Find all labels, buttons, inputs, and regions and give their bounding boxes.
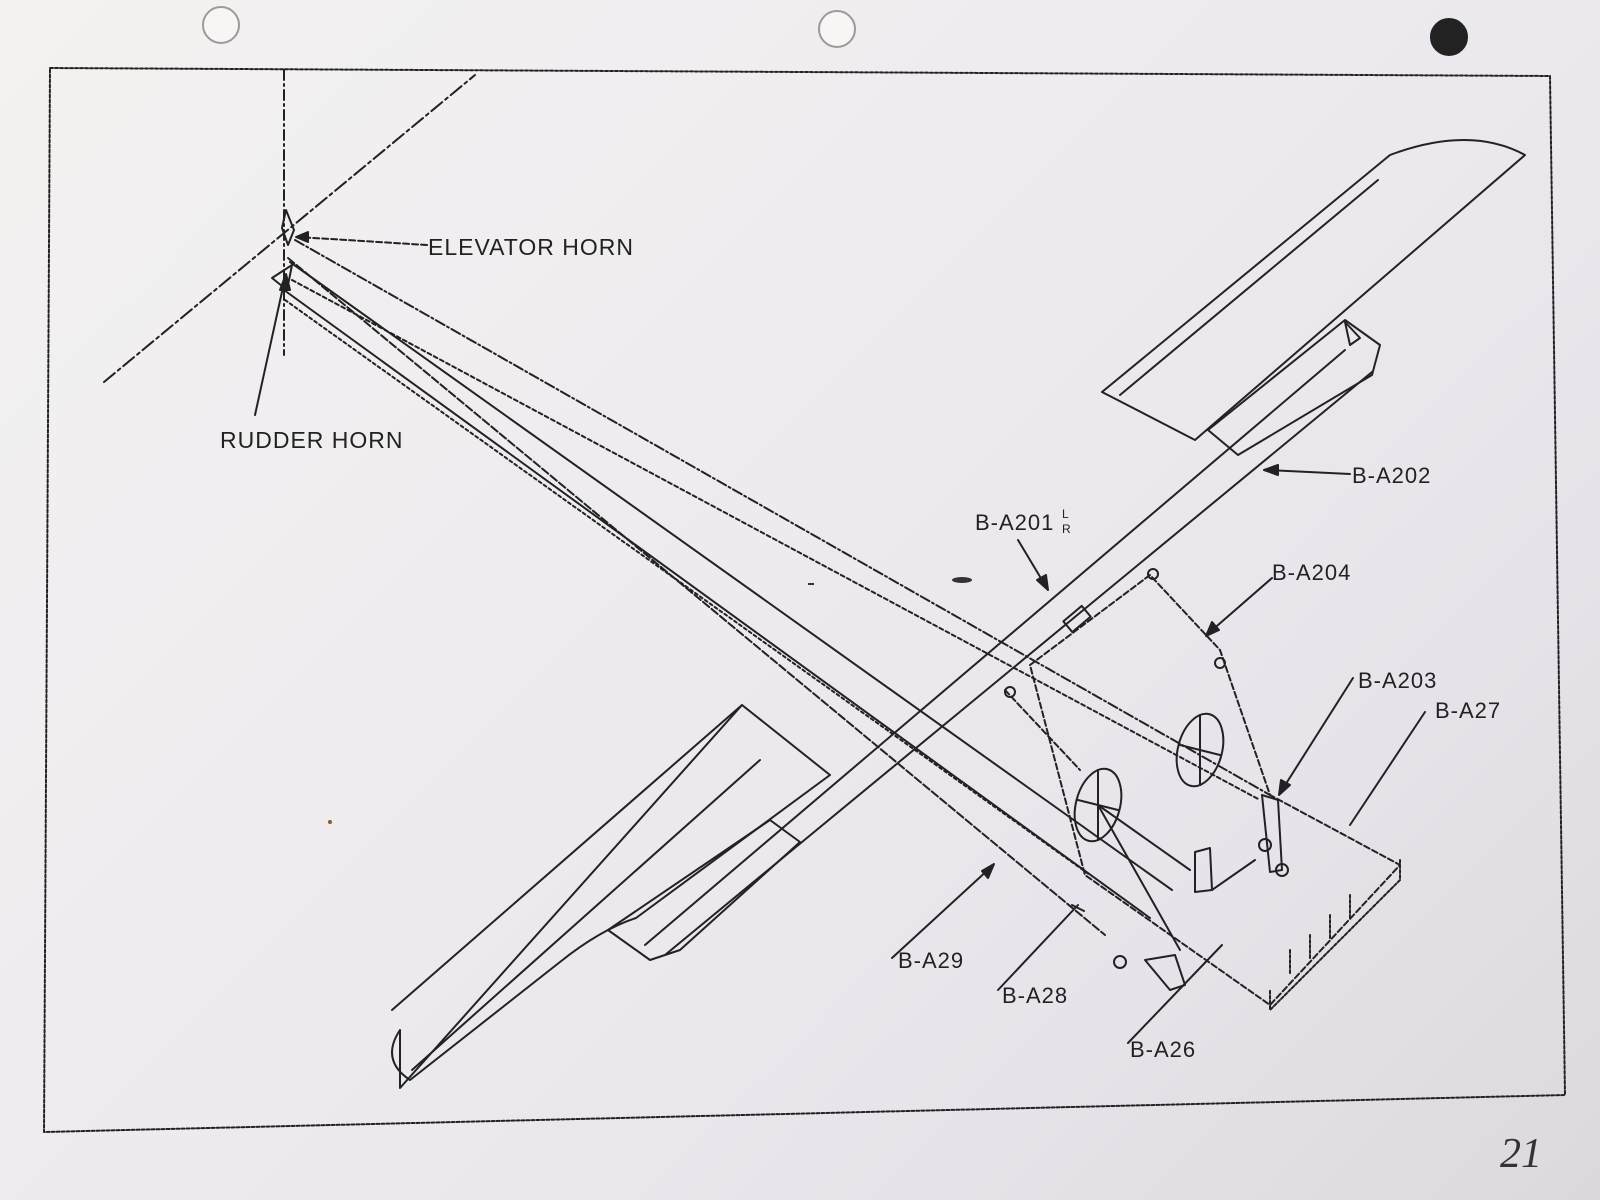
label-b-a201-subscript: R bbox=[1062, 522, 1072, 536]
fuselage-box-end bbox=[1269, 859, 1401, 1011]
leader-b-a203 bbox=[1281, 677, 1354, 791]
main-spar-upper bbox=[644, 349, 1346, 946]
label-elevator-horn: ELEVATOR HORN bbox=[428, 234, 634, 260]
frame-bolt-1 bbox=[1004, 686, 1016, 698]
fuselage-boom-top bbox=[289, 261, 1173, 891]
label-b-a29: B-A29 bbox=[898, 948, 964, 973]
cockpit-frame-diagonal bbox=[1004, 689, 1081, 771]
label-b-a204: B-A204 bbox=[1272, 560, 1351, 585]
rudder-cable bbox=[287, 257, 1106, 936]
leader-rudder-horn bbox=[254, 277, 286, 416]
pulley-link bbox=[1097, 804, 1191, 871]
speck-marks bbox=[328, 577, 972, 824]
label-b-a27: B-A27 bbox=[1435, 698, 1501, 723]
leader-b-a202 bbox=[1267, 469, 1351, 475]
pulley-lower bbox=[1073, 767, 1123, 843]
punch-hole-center bbox=[818, 10, 856, 48]
label-b-a202: B-A202 bbox=[1352, 463, 1431, 488]
frame-bolt-3 bbox=[1214, 657, 1226, 669]
left-wing-leading-edge bbox=[391, 704, 743, 1011]
control-stick bbox=[1261, 794, 1283, 873]
left-wing-outline bbox=[391, 704, 831, 1089]
right-wing-root-rib bbox=[1344, 321, 1361, 346]
pulley-upper bbox=[1175, 712, 1225, 788]
label-rudder-horn: RUDDER HORN bbox=[220, 427, 404, 453]
leader-b-a27 bbox=[1349, 711, 1426, 826]
punch-hole-left bbox=[202, 6, 240, 44]
pulley-link-2 bbox=[1097, 804, 1181, 951]
label-b-a28: B-A28 bbox=[1002, 983, 1068, 1008]
fuselage-boom-bottom bbox=[283, 289, 1151, 919]
label-b-a203: B-A203 bbox=[1358, 668, 1437, 693]
fuselage-box-bracing bbox=[1289, 894, 1351, 976]
page-number: 21 bbox=[1500, 1131, 1542, 1177]
leader-b-a26 bbox=[1127, 944, 1223, 1044]
label-b-a201-superscript: L bbox=[1062, 507, 1070, 521]
rudder-cable-2 bbox=[284, 299, 1091, 876]
rudder-pedal bbox=[1144, 954, 1186, 991]
right-wing-root-fairing bbox=[1207, 319, 1381, 456]
label-b-a26: B-A26 bbox=[1130, 1037, 1196, 1062]
frame-clamp bbox=[1062, 604, 1092, 634]
right-wing-spar bbox=[1119, 179, 1379, 396]
label-b-a201: B-A201 bbox=[975, 510, 1054, 535]
left-wing-root-fairing bbox=[607, 819, 801, 961]
cockpit-frame bbox=[1029, 574, 1401, 1006]
right-wing-outline bbox=[1101, 139, 1526, 441]
drawing-border bbox=[43, 67, 1566, 1133]
elevator-horn-shape bbox=[281, 209, 295, 246]
elevator-cable-upper bbox=[294, 239, 1271, 796]
leader-elevator-horn bbox=[297, 236, 428, 246]
leader-b-a204 bbox=[1209, 577, 1273, 633]
tail-horizontal-line bbox=[103, 74, 476, 383]
punch-hole-right bbox=[1430, 18, 1468, 56]
frame-bolt-2 bbox=[1147, 568, 1159, 580]
leader-b-a29 bbox=[891, 867, 991, 959]
elevator-cable-lower bbox=[291, 279, 1261, 801]
rudder-horn-shape bbox=[271, 264, 293, 291]
left-wing-spar bbox=[411, 759, 761, 1071]
leader-b-a28 bbox=[997, 904, 1079, 991]
